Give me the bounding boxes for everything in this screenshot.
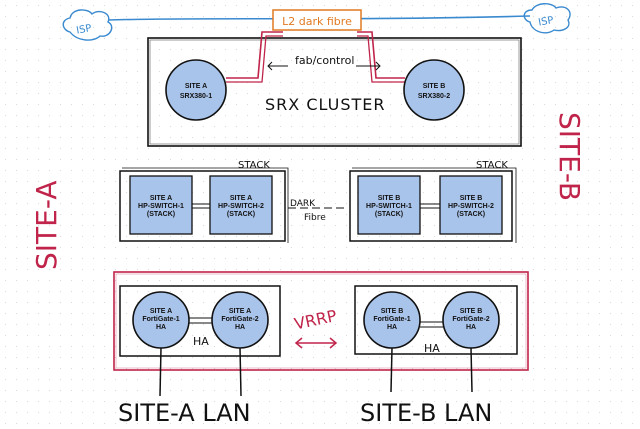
fortigate-a2-line1: SITE A xyxy=(229,308,251,315)
srx-node-a[interactable]: SITE A SRX380-1 xyxy=(165,59,227,121)
fortigate-a2-line3: HA xyxy=(235,324,245,331)
ha-label-a: HA xyxy=(193,335,209,348)
fortigate-a2-line2: FortiGate-2 xyxy=(221,316,258,323)
stack-label-b: STACK xyxy=(476,160,508,171)
switch-b1-line3: (STACK) xyxy=(375,211,403,218)
site-a-side-label: SITE-A xyxy=(30,181,63,270)
dark-fibre-link: DARK Fibre xyxy=(288,199,344,223)
lan-line-b2 xyxy=(470,347,473,393)
srx-node-b[interactable]: SITE B SRX380-2 xyxy=(403,59,465,121)
srx-a-line2: SRX380-1 xyxy=(180,93,212,100)
site-b-lan-label: SITE-B LAN xyxy=(360,399,492,427)
dark-fibre-label: L2 dark fibre xyxy=(282,15,352,28)
srx-b-line1: SITE B xyxy=(423,83,446,90)
switch-stack-b: STACK xyxy=(349,160,517,243)
dark-fibre-line1: DARK xyxy=(290,199,316,209)
switch-a2-line1: SITE A xyxy=(230,195,252,202)
fortigate-b1-line1: SITE B xyxy=(381,308,404,315)
fortigate-a1-line3: HA xyxy=(156,324,166,331)
switch-b1[interactable]: SITE B HP-SWITCH-1 (STACK) xyxy=(357,175,421,235)
switch-b2-line2: HP-SWITCH-2 xyxy=(448,203,494,210)
fortigate-b2-line1: SITE B xyxy=(460,308,483,315)
fortigate-b1[interactable]: SITE B FortiGate-1 HA xyxy=(363,291,421,349)
stack-label-a: STACK xyxy=(238,160,270,171)
fab-control-label: fab/control xyxy=(295,54,354,67)
fortigate-a2[interactable]: SITE A FortiGate-2 HA xyxy=(211,291,269,349)
switch-a2[interactable]: SITE A HP-SWITCH-2 (STACK) xyxy=(209,175,273,235)
fortigate-a1[interactable]: SITE A FortiGate-1 HA xyxy=(132,291,190,349)
dark-fibre-tag: L2 dark fibre xyxy=(272,9,362,31)
switch-b1-line2: HP-SWITCH-1 xyxy=(366,203,412,210)
switch-a1[interactable]: SITE A HP-SWITCH-1 (STACK) xyxy=(129,175,193,235)
isp-cloud-right: ISP xyxy=(523,3,571,34)
switch-b2-line1: SITE B xyxy=(460,195,483,202)
srx-a-line1: SITE A xyxy=(185,83,207,90)
fortigate-b1-line3: HA xyxy=(387,324,397,331)
fortigate-b2-line3: HA xyxy=(466,324,476,331)
dark-fibre-line2: Fibre xyxy=(304,213,326,223)
site-b-side-label: SITE-B xyxy=(553,112,586,201)
fortigate-pair-b: HA xyxy=(354,285,518,355)
switch-a1-line2: HP-SWITCH-1 xyxy=(138,203,184,210)
fortigate-b2-line2: FortiGate-2 xyxy=(452,316,489,323)
ha-label-b: HA xyxy=(424,342,440,355)
fortigate-b2[interactable]: SITE B FortiGate-2 HA xyxy=(442,291,500,349)
switch-b2[interactable]: SITE B HP-SWITCH-2 (STACK) xyxy=(439,175,503,235)
vrrp-red-box xyxy=(113,271,529,371)
vrrp-link: VRRP xyxy=(293,306,339,349)
lan-line-b1 xyxy=(390,347,393,393)
switch-a1-line1: SITE A xyxy=(150,195,172,202)
isp-label-right: ISP xyxy=(537,15,554,28)
srx-cluster-box xyxy=(147,37,522,147)
switch-a1-line3: (STACK) xyxy=(147,211,175,218)
switch-a2-line2: HP-SWITCH-2 xyxy=(218,203,264,210)
switch-a2-line3: (STACK) xyxy=(227,211,255,218)
fortigate-a1-line1: SITE A xyxy=(150,308,172,315)
lan-line-a2 xyxy=(239,347,242,397)
switch-b2-line3: (STACK) xyxy=(457,211,485,218)
fabric-link-a xyxy=(226,31,283,79)
lan-line-a1 xyxy=(159,347,162,397)
vrrp-label: VRRP xyxy=(293,306,339,334)
srx-cluster-label: SRX CLUSTER xyxy=(265,95,385,114)
fabric-link-b xyxy=(357,31,405,79)
srx-b-line2: SRX380-2 xyxy=(418,93,450,100)
switch-b1-line1: SITE B xyxy=(378,195,401,202)
switch-stack-a: STACK xyxy=(119,160,289,243)
site-a-lan-label: SITE-A LAN xyxy=(118,399,251,427)
fortigate-b1-line2: FortiGate-1 xyxy=(373,316,410,323)
fortigate-a1-line2: FortiGate-1 xyxy=(142,316,179,323)
isp-cloud-left: ISP xyxy=(62,9,113,41)
isp-label-left: ISP xyxy=(75,23,92,36)
fab-control-link: fab/control xyxy=(267,54,381,71)
